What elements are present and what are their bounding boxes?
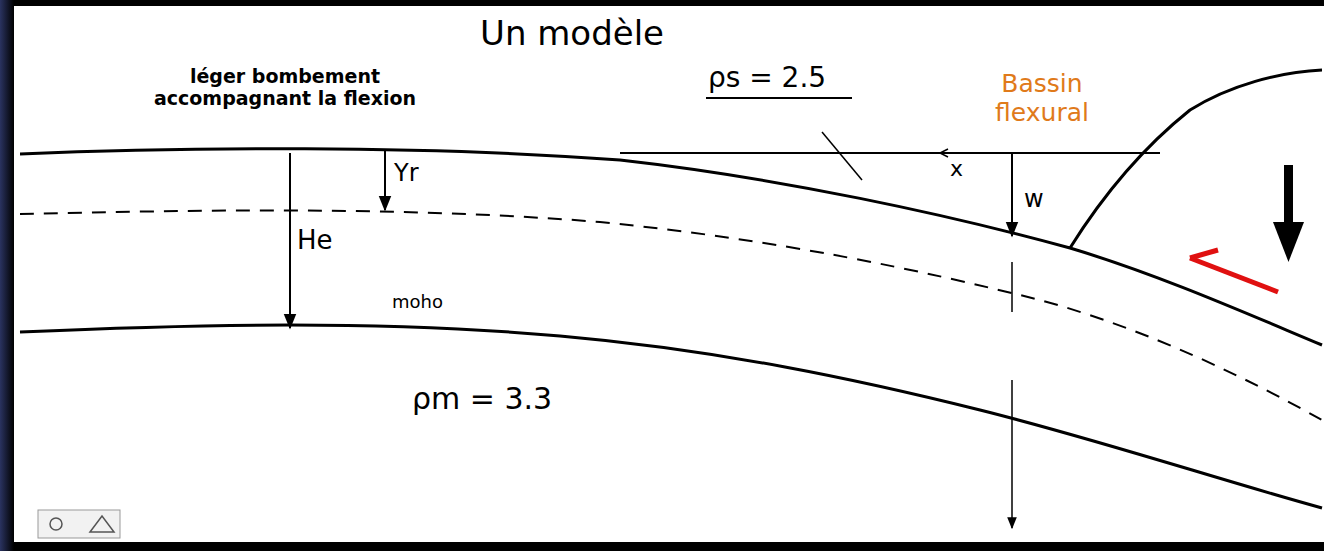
density-label: ρs = 2.5	[708, 62, 826, 94]
density-label: ρm = 3.3	[412, 382, 552, 417]
dimension-label: He	[297, 226, 333, 256]
plate-surface	[20, 149, 1322, 345]
note-label: léger bombement accompagnant la flexion	[150, 66, 420, 110]
load-arrowhead	[1273, 222, 1304, 262]
reference-line	[620, 152, 1160, 154]
yr-arrow	[384, 150, 386, 210]
deflection-label: w	[1024, 186, 1044, 214]
thrust-arrowhead	[1190, 250, 1218, 258]
w-arrow	[1011, 153, 1013, 236]
he-dimension	[289, 153, 291, 328]
wedge-outline	[1070, 70, 1322, 248]
w-arrow-lower	[1011, 380, 1013, 528]
basin-label: Bassin flexural	[972, 70, 1112, 128]
layer-label: moho	[392, 292, 443, 313]
axis-label: x	[950, 156, 963, 181]
diagram-title: Un modèle	[480, 14, 664, 53]
x-marker	[940, 149, 948, 157]
load-arrow	[1284, 165, 1293, 225]
side-bar	[0, 0, 14, 551]
leader-line	[822, 132, 862, 180]
viewer-icon-circle	[50, 518, 62, 530]
label-underline	[706, 97, 852, 99]
dimension-label: Yr	[394, 160, 419, 188]
viewer-icon-triangle	[90, 516, 114, 532]
neutral-line	[20, 210, 1322, 420]
panel	[14, 6, 1324, 542]
moho-line	[20, 325, 1322, 508]
thrust-arrow	[1190, 258, 1278, 292]
w-line-mid	[1011, 262, 1013, 312]
viewer-icon	[38, 510, 120, 538]
